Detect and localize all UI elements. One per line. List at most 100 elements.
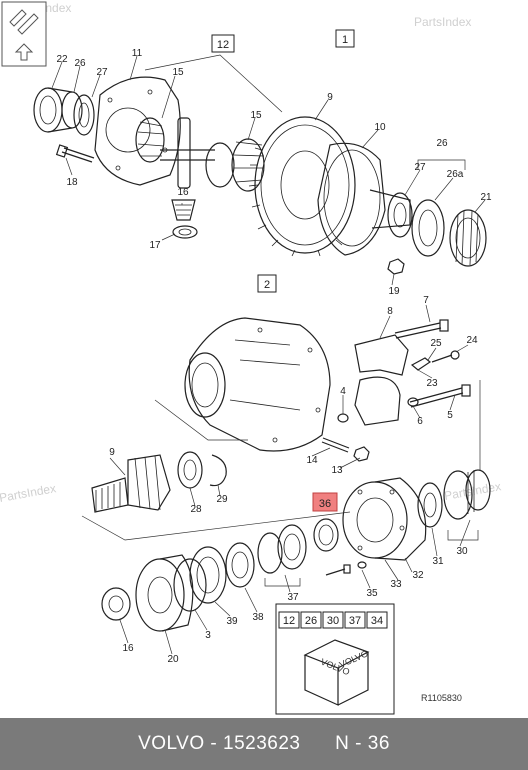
bolt-5 <box>409 384 471 408</box>
callout-32: 32 <box>412 570 424 581</box>
plate-25 <box>410 357 432 371</box>
callout-7: 7 <box>423 295 429 306</box>
callout-27: 27 <box>96 67 108 78</box>
kit-label-34[interactable]: 34 <box>366 611 388 629</box>
callout-22: 22 <box>56 54 68 65</box>
svg-text:1: 1 <box>342 34 348 46</box>
callout-33: 33 <box>390 579 402 590</box>
nut-19 <box>387 258 405 275</box>
watermark-top-right: PartsIndex <box>414 15 471 29</box>
callout-18: 18 <box>66 177 78 188</box>
pinion-gear-16-upper <box>171 199 196 221</box>
callout-24: 24 <box>466 335 478 346</box>
callout-14: 14 <box>306 455 318 466</box>
highlighted-part-36-spacer <box>313 518 339 552</box>
callout-20: 20 <box>167 654 179 665</box>
kit-label-26[interactable]: 26 <box>300 611 322 629</box>
callout-27-right: 27 <box>414 162 426 173</box>
bearing-21 <box>449 209 487 267</box>
stud-14 <box>321 437 350 453</box>
snap-ring-29 <box>209 454 227 487</box>
exploded-parts-diagram: PartsIndex PartsIndex PartsIndex PartsIn… <box>0 1 502 715</box>
callout-21: 21 <box>480 192 492 203</box>
callout-13: 13 <box>331 465 343 476</box>
callout-19: 19 <box>388 286 400 297</box>
bolt-18 <box>55 144 95 163</box>
callout-6: 6 <box>417 416 423 427</box>
group-box-2[interactable]: 2 <box>257 274 277 293</box>
callout-35: 35 <box>366 588 378 599</box>
kit-label-37[interactable]: 37 <box>344 611 366 629</box>
seal-38 <box>225 542 255 588</box>
side-gear-15-left <box>135 117 165 163</box>
footer-brand: VOLVO <box>138 733 205 754</box>
washer-6 <box>407 397 419 407</box>
callout-4: 4 <box>340 386 346 397</box>
svg-text:12: 12 <box>283 615 295 627</box>
group-box-1[interactable]: 1 <box>335 29 355 48</box>
callout-30: 30 <box>456 546 468 557</box>
nut-13 <box>353 446 370 462</box>
carrier-33 <box>342 477 427 561</box>
callout-28: 28 <box>190 504 202 515</box>
flange-20 <box>135 554 194 632</box>
drive-pinion-9 <box>91 454 171 513</box>
callout-16-upper: 16 <box>177 187 189 198</box>
axle-housing-2 <box>184 317 331 452</box>
callout-5: 5 <box>447 410 453 421</box>
callout-3: 3 <box>205 630 211 641</box>
callout-26: 26 <box>74 58 86 69</box>
svg-text:2: 2 <box>264 279 270 291</box>
bearing-race-27-left <box>73 94 95 136</box>
bearing-22 <box>33 87 83 133</box>
callout-17: 17 <box>149 240 161 251</box>
bolt-24 <box>431 350 460 363</box>
bearing-28 <box>177 451 203 489</box>
callout-25: 25 <box>430 338 442 349</box>
callout-39: 39 <box>226 616 238 627</box>
group-label-26: 26 <box>436 138 448 149</box>
bearing-cap-lower <box>354 376 401 426</box>
race-26a <box>411 199 445 257</box>
callout-31: 31 <box>432 556 444 567</box>
footer-part-number: 1523623 <box>223 733 301 754</box>
watermark-mid-right: PartsIndex <box>443 479 502 503</box>
bolt-7 <box>394 319 449 339</box>
bearing-cap-upper-8 <box>354 334 409 376</box>
callout-38: 38 <box>252 612 264 623</box>
svg-text:34: 34 <box>371 615 383 627</box>
callout-labels: 22 26 27 11 15 15 9 10 27 26a 21 18 16 1… <box>56 48 492 665</box>
nut-16-lower <box>101 587 131 621</box>
seal-39 <box>189 546 227 604</box>
callout-15-right: 15 <box>250 110 262 121</box>
svg-text:26: 26 <box>305 615 317 627</box>
svg-text:36: 36 <box>319 498 331 510</box>
highlight-callout-36[interactable]: 36 <box>312 492 338 512</box>
callout-37: 37 <box>287 592 299 603</box>
callout-9-pinion: 9 <box>109 447 115 458</box>
kit-label-30[interactable]: 30 <box>322 611 344 629</box>
diagram-reference-code: R1105830 <box>421 693 462 703</box>
group-box-12[interactable]: 12 <box>211 34 235 53</box>
callout-29: 29 <box>216 494 228 505</box>
svg-text:12: 12 <box>217 39 229 51</box>
bearing-37-outer <box>257 524 307 574</box>
part-info-footer: VOLVO - 1523623 N - 36 <box>0 718 528 770</box>
svg-text:30: 30 <box>327 615 339 627</box>
navigation-icon[interactable] <box>1 1 47 67</box>
bearing-30 <box>443 469 491 520</box>
footer-position: N - 36 <box>335 733 390 754</box>
callout-23: 23 <box>426 378 438 389</box>
washer-17 <box>172 225 198 239</box>
callout-9-ring: 9 <box>327 92 333 103</box>
bolt-34 <box>325 564 351 576</box>
bearing-27-right <box>387 192 413 238</box>
kit-label-12[interactable]: 12 <box>278 611 300 629</box>
callout-16-lower: 16 <box>122 643 134 654</box>
callout-11: 11 <box>132 48 143 59</box>
svg-text:37: 37 <box>349 615 361 627</box>
watermark-mid-left: PartsIndex <box>0 481 57 505</box>
seal-3 <box>173 558 207 612</box>
nut-4 <box>337 413 349 423</box>
callout-15-left: 15 <box>172 67 184 78</box>
